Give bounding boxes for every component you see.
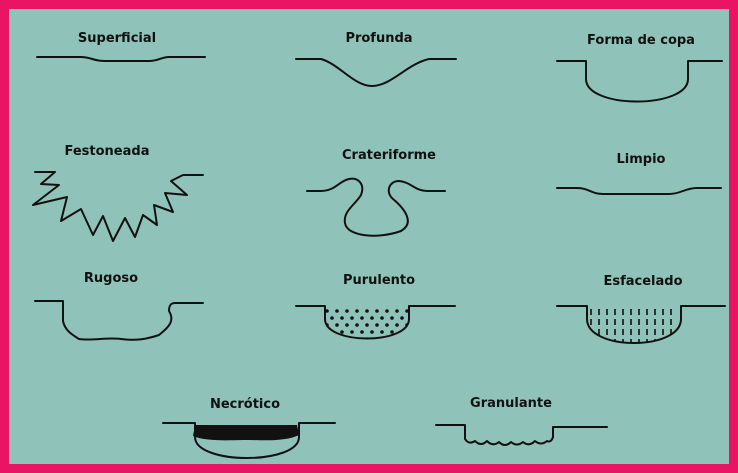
pus-dot	[390, 330, 394, 334]
ulcer-esfacelado: Esfacelado	[557, 274, 725, 345]
pus-texture	[325, 309, 409, 341]
pus-dot	[335, 309, 339, 313]
ulcer-limpio: Limpio	[557, 152, 721, 194]
pus-dot	[395, 323, 399, 327]
shape-forma-copa	[557, 61, 722, 102]
necrotic-tissue	[193, 425, 299, 440]
label-necrotico: Necrótico	[210, 397, 280, 412]
shape-superficial	[37, 57, 205, 61]
pus-dot	[350, 316, 354, 320]
ulcer-purulento: Purulento	[296, 273, 455, 341]
label-purulento: Purulento	[343, 273, 415, 288]
label-crateriforme: Crateriforme	[342, 148, 436, 163]
shape-esfacelado	[557, 306, 725, 343]
pus-dot	[375, 309, 379, 313]
pus-dot	[380, 330, 384, 334]
pus-dot	[330, 316, 334, 320]
shape-profunda	[296, 59, 456, 86]
shape-limpio	[557, 188, 721, 194]
shape-rugoso	[35, 301, 203, 340]
shape-granulante	[436, 425, 607, 445]
ulcer-crateriforme: Crateriforme	[307, 148, 445, 236]
ulcer-festoneada: Festoneada	[33, 144, 203, 241]
pus-dot	[340, 316, 344, 320]
pus-dot	[380, 316, 384, 320]
pus-dot	[385, 309, 389, 313]
label-forma-copa: Forma de copa	[587, 33, 695, 48]
pus-dot	[360, 316, 364, 320]
ulcer-superficial: Superficial	[37, 31, 205, 61]
ulcer-profunda: Profunda	[296, 31, 456, 86]
pus-dot	[355, 323, 359, 327]
label-granulante: Granulante	[470, 396, 552, 411]
pus-dot	[400, 316, 404, 320]
pus-dot	[345, 323, 349, 327]
shape-festoneada	[33, 172, 203, 241]
ulcer-granulante: Granulante	[436, 396, 607, 445]
pus-dot	[395, 337, 399, 341]
pus-dot	[370, 330, 374, 334]
pus-dot	[370, 316, 374, 320]
pus-dot	[390, 316, 394, 320]
label-superficial: Superficial	[78, 31, 156, 46]
pus-dot	[385, 337, 389, 341]
pus-dot	[360, 330, 364, 334]
pus-dot	[325, 337, 329, 341]
ulcer-forma-copa: Forma de copa	[557, 33, 722, 102]
label-profunda: Profunda	[345, 31, 412, 46]
pus-dot	[335, 337, 339, 341]
pus-dot	[365, 309, 369, 313]
pus-dot	[355, 309, 359, 313]
pus-dot	[395, 309, 399, 313]
shape-crateriforme	[307, 179, 445, 236]
pus-dot	[345, 309, 349, 313]
pus-dot	[335, 323, 339, 327]
pus-dot	[375, 323, 379, 327]
label-limpio: Limpio	[617, 152, 666, 167]
pus-dot	[350, 330, 354, 334]
label-rugoso: Rugoso	[84, 271, 138, 286]
pus-dot	[345, 337, 349, 341]
ulcer-necrotico: Necrótico	[163, 397, 335, 458]
pus-dot	[405, 337, 409, 341]
pus-dot	[340, 330, 344, 334]
pus-dot	[365, 323, 369, 327]
ulcer-rugoso: Rugoso	[35, 271, 203, 340]
ulcer-types-diagram: Superficial Profunda Forma de copa Festo…	[18, 18, 738, 473]
pus-dot	[385, 323, 389, 327]
label-festoneada: Festoneada	[65, 144, 150, 159]
label-esfacelado: Esfacelado	[603, 274, 682, 289]
